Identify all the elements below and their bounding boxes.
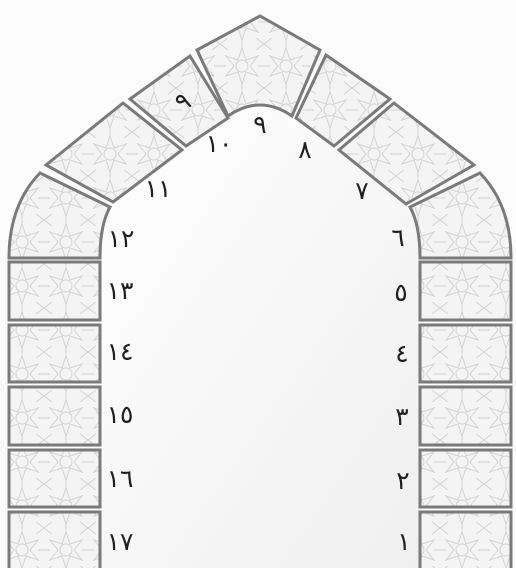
label-10: ١٠ <box>206 129 233 158</box>
label-4: ٤ <box>395 339 408 368</box>
stone-left-4 <box>9 450 100 507</box>
stone-right-2 <box>420 325 511 382</box>
label-16: ١٦ <box>107 464 134 493</box>
stone-right-5 <box>420 512 511 568</box>
label-1: ١ <box>397 527 410 556</box>
stone-left-5 <box>9 512 100 568</box>
stone-left-1 <box>9 262 100 320</box>
label-5: ٥ <box>394 278 407 307</box>
stone-left-3 <box>9 387 100 445</box>
label-17: ١٧ <box>107 527 134 556</box>
label-12: ١٢ <box>108 224 135 253</box>
stone-right-1 <box>420 262 511 320</box>
right-column <box>420 262 511 568</box>
left-column <box>9 262 100 568</box>
label-9: ٩ <box>253 110 266 139</box>
label-13: ١٣ <box>107 276 134 305</box>
label-7: ٧ <box>355 176 368 205</box>
label-3: ٣ <box>395 402 408 431</box>
stone-right-3 <box>420 387 511 445</box>
label-6: ٦ <box>391 223 404 252</box>
label-2: ٢ <box>396 466 409 495</box>
stone-right-4 <box>420 450 511 507</box>
stone-left-2 <box>9 325 100 382</box>
label-14: ١٤ <box>107 337 134 366</box>
label-15: ١٥ <box>107 400 134 429</box>
label-8: ٨ <box>298 135 311 164</box>
label-11: ١١ <box>145 174 172 203</box>
